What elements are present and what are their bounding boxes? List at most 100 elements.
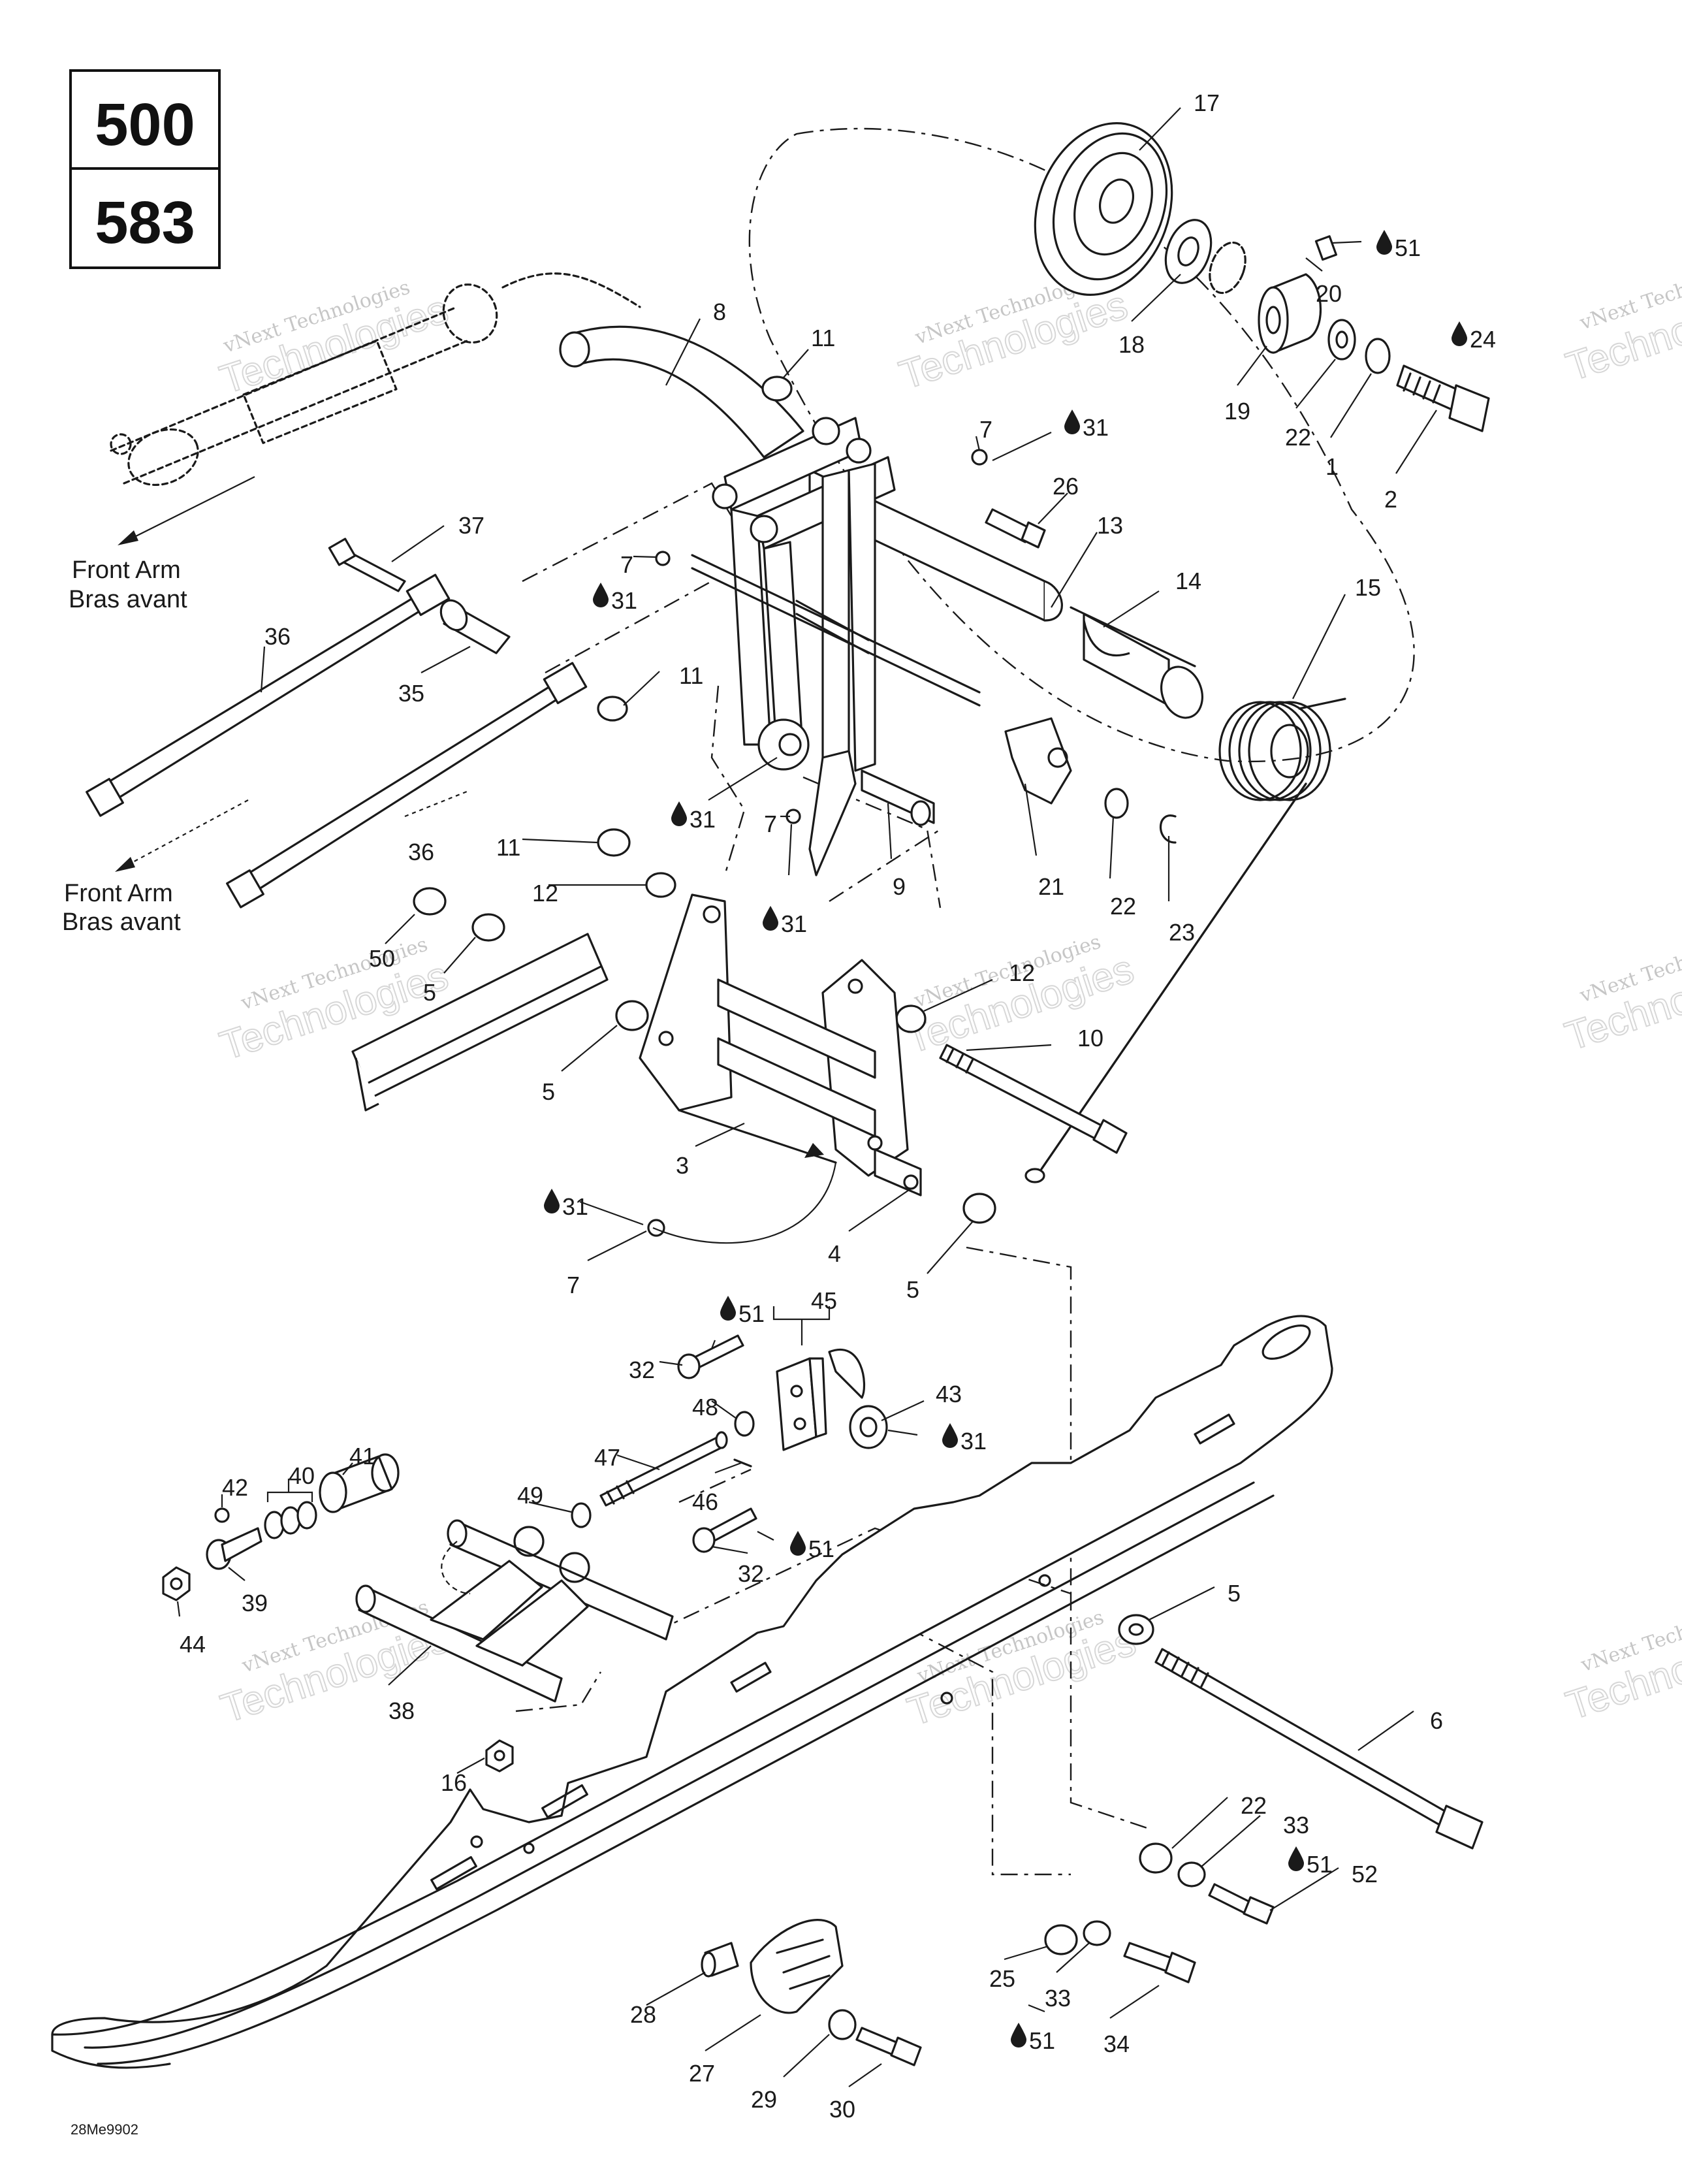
callout-number: 52 <box>1352 1861 1378 1887</box>
callout-51: 51 <box>720 1296 765 1327</box>
callout-number: 48 <box>692 1394 718 1421</box>
callout-5: 5 <box>542 1078 555 1105</box>
callout-20: 20 <box>1316 280 1342 307</box>
grease-line <box>652 1162 837 1244</box>
callout-51: 51 <box>790 1531 834 1562</box>
callout-9: 9 <box>893 873 906 900</box>
callout-number: 51 <box>1307 1851 1333 1878</box>
callout-51: 51 <box>1288 1846 1333 1878</box>
callout-number: 31 <box>690 806 716 833</box>
callout-number: 4 <box>828 1240 841 1267</box>
callout-number: 36 <box>408 839 434 865</box>
callout-7: 7 <box>979 416 992 443</box>
bushing-43 <box>849 1405 888 1449</box>
callout-number: 49 <box>517 1482 543 1509</box>
callout-13: 13 <box>1097 512 1123 539</box>
leader-lines <box>176 107 1437 2087</box>
callout-16: 16 <box>441 1769 467 1796</box>
washer-48 <box>734 1411 755 1437</box>
watermark: vNext Technologies Technologies <box>1559 925 1682 1060</box>
nut-16 <box>485 1739 514 1773</box>
callout-32: 32 <box>738 1560 764 1587</box>
rear-arm-38 <box>355 1519 674 1703</box>
callout-47: 47 <box>594 1444 620 1471</box>
callout-22: 22 <box>1110 893 1136 920</box>
parts <box>51 122 1490 2069</box>
callout-number: 20 <box>1316 280 1342 307</box>
callout-33: 33 <box>1283 1812 1309 1839</box>
callout-number: 21 <box>1038 873 1064 900</box>
callout-number: 38 <box>389 1697 415 1724</box>
callout-number: 5 <box>1228 1580 1241 1607</box>
rear-arm-tube <box>559 325 804 458</box>
callout-number: 25 <box>989 1965 1015 1992</box>
callout-number: 28 <box>630 2001 656 2028</box>
washer-12 <box>645 872 676 898</box>
callout-number: 5 <box>542 1078 555 1105</box>
callout-number: 31 <box>1083 414 1109 441</box>
note-front-arm-2: Front Arm Bras avant <box>62 880 181 936</box>
callout-number: 7 <box>620 551 633 578</box>
callout-5: 5 <box>423 979 436 1006</box>
grease-fitting-7 <box>655 551 671 566</box>
bolt-47 <box>599 1431 728 1507</box>
callout-number: 31 <box>781 910 807 937</box>
callout-number: 43 <box>936 1381 962 1407</box>
callout-number: 35 <box>398 680 424 707</box>
callout-36: 36 <box>408 839 434 865</box>
callout-31: 31 <box>763 906 807 937</box>
rail-guide <box>351 933 609 1112</box>
callout-number: 5 <box>423 979 436 1006</box>
callout-7: 7 <box>567 1272 580 1298</box>
bolt-26 <box>985 508 1046 549</box>
bushing-41 <box>319 1453 400 1513</box>
callout-number: 7 <box>764 811 777 837</box>
slide-rail <box>51 1315 1333 2069</box>
callout-number: 12 <box>1009 959 1035 986</box>
callout-18: 18 <box>1119 331 1145 358</box>
callout-48: 48 <box>692 1394 718 1421</box>
callout-25: 25 <box>989 1965 1015 1992</box>
clamp-45 <box>776 1349 866 1451</box>
callout-number: 7 <box>567 1272 580 1298</box>
callout-51: 51 <box>1011 2023 1055 2054</box>
washer-25 <box>1044 1924 1078 1955</box>
grease-drop-icon <box>544 1189 560 1213</box>
callout-2: 2 <box>1384 486 1397 513</box>
callout-3: 3 <box>676 1152 689 1179</box>
callout-number: 15 <box>1355 574 1381 601</box>
callout-50: 50 <box>369 945 395 972</box>
model-583: 583 <box>95 189 195 256</box>
washer-33 <box>1177 1861 1206 1887</box>
washer-5 <box>615 1000 649 1031</box>
washer-29 <box>828 2009 857 2040</box>
nut-11 <box>761 376 793 402</box>
svg-text:Front Arm: Front Arm <box>72 556 181 584</box>
svg-text:Bras avant: Bras avant <box>69 586 187 613</box>
callout-number: 41 <box>349 1443 375 1469</box>
bolt-10 <box>939 1044 1128 1154</box>
callout-5: 5 <box>906 1276 919 1303</box>
callout-number: 11 <box>496 834 520 861</box>
callout-number: 51 <box>738 1300 765 1327</box>
callout-24: 24 <box>1452 321 1496 353</box>
bolt-32-lower <box>692 1507 757 1553</box>
callout-number: 22 <box>1241 1792 1267 1819</box>
callout-4: 4 <box>828 1240 841 1267</box>
callout-22: 22 <box>1285 424 1311 451</box>
callout-number: 11 <box>679 662 703 689</box>
washer-33 <box>1083 1920 1111 1946</box>
callout-number: 45 <box>811 1287 837 1314</box>
callout-number: 22 <box>1285 424 1311 451</box>
svg-text:Bras avant: Bras avant <box>62 908 181 936</box>
nut-11 <box>597 828 631 857</box>
callout-number: 36 <box>264 623 291 650</box>
torsion-spring <box>1024 698 1346 1183</box>
callout-28: 28 <box>630 2001 656 2028</box>
nut-44 <box>162 1566 191 1601</box>
svg-text:Front Arm: Front Arm <box>64 880 173 907</box>
callout-number: 7 <box>979 416 992 443</box>
callout-26: 26 <box>1053 473 1079 500</box>
bolt-37 <box>328 538 406 592</box>
